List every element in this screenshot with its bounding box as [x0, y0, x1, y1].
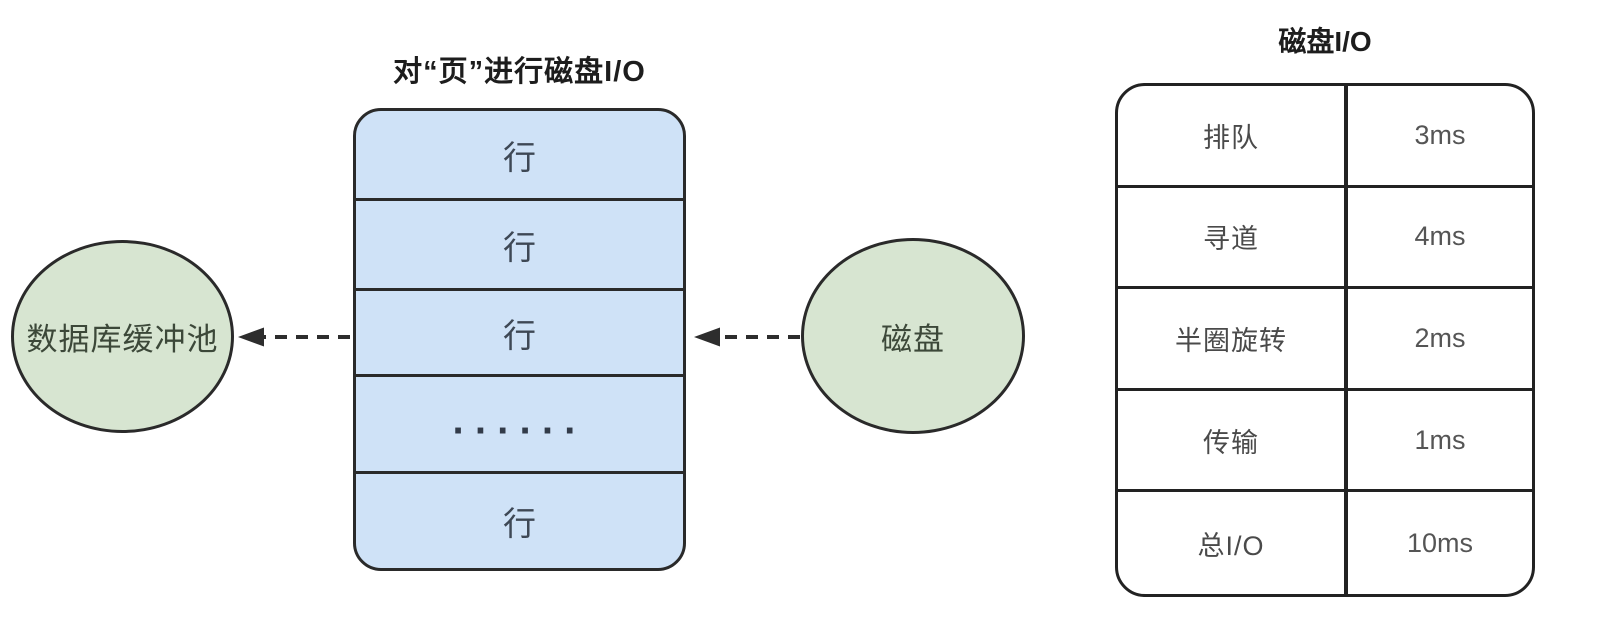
table-row: 总I/O 10ms	[1118, 492, 1532, 594]
dashed-arrow-box-to-buffer-pool	[238, 327, 350, 347]
table-cell-step: 半圈旋转	[1118, 289, 1348, 388]
table-cell-time: 2ms	[1414, 322, 1466, 353]
page-box-title: 对“页”进行磁盘I/O	[393, 56, 646, 88]
table-cell-time: 1ms	[1414, 424, 1466, 455]
table-cell-time: 10ms	[1406, 527, 1474, 558]
buffer-pool-node: 数据库缓冲池	[11, 240, 234, 433]
table-cell-step: 传输	[1118, 390, 1348, 490]
page-row-ellipsis: ······	[356, 377, 683, 474]
page-row: 行	[503, 505, 536, 542]
table-row: 寻道 4ms	[1118, 187, 1532, 290]
buffer-pool-label: 数据库缓冲池	[26, 322, 219, 357]
disk-node: 磁盘	[801, 238, 1025, 434]
page-box: 行 行 行 ······ 行	[353, 108, 686, 571]
table-cell-step: 总I/O	[1118, 492, 1348, 594]
table-cell-time: 3ms	[1414, 119, 1466, 150]
table-cell-time: 4ms	[1414, 221, 1466, 252]
page-row: 行	[356, 291, 683, 377]
table-cell-step: 寻道	[1118, 187, 1348, 287]
table-row: 半圈旋转 2ms	[1118, 289, 1532, 391]
io-table-title: 磁盘I/O	[1278, 26, 1372, 57]
table-cell-step: 排队	[1118, 86, 1348, 185]
table-row: 传输 1ms	[1118, 390, 1532, 493]
dashed-arrow-disk-to-box	[694, 327, 800, 347]
io-table: 排队 3ms 寻道 4ms 半圈旋转 2ms 传输 1ms 总I/O 10ms	[1115, 83, 1535, 597]
table-row: 排队 3ms	[1118, 86, 1532, 188]
page-row: 行	[356, 201, 683, 291]
disk-label: 磁盘	[881, 321, 945, 357]
page-row: 行	[356, 111, 683, 201]
